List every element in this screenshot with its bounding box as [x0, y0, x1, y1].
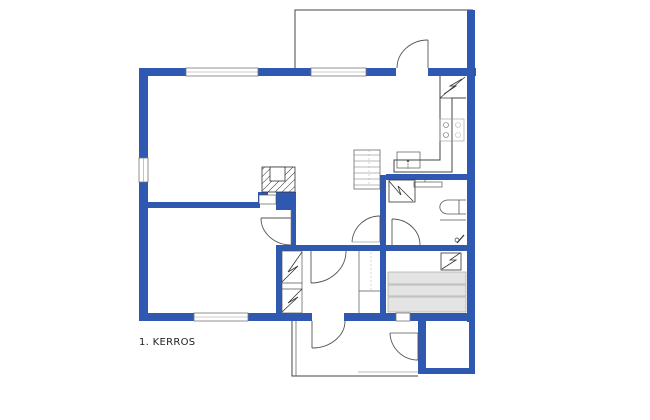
doors: [260, 210, 421, 246]
terrace: [294, 9, 473, 68]
porch: [291, 313, 419, 377]
windows: [138, 67, 411, 322]
stove-icon: [439, 118, 465, 142]
wc-fixtures: [388, 178, 466, 244]
sauna: [387, 252, 467, 313]
toilet-icon: [439, 199, 466, 215]
entrance-hall: [281, 250, 380, 314]
fireplace: [258, 166, 296, 205]
terrace-door: [396, 39, 429, 76]
exterior-walls: [139, 10, 476, 374]
stairs: [353, 149, 381, 190]
kitchen-counter: [393, 76, 466, 173]
sink-icon: [396, 151, 421, 169]
shower-icon: [454, 234, 465, 244]
floor-label: 1. KERROS: [139, 337, 196, 348]
